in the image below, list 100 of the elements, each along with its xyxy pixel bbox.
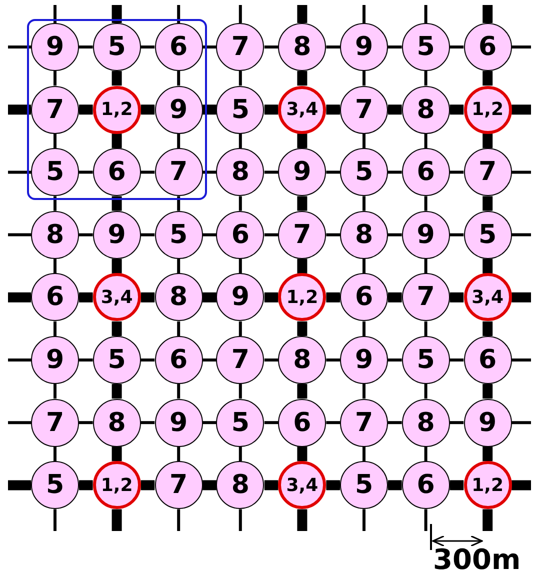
connector-line [450, 421, 464, 424]
connector-line [238, 196, 242, 211]
number-circle: 7 [340, 86, 388, 134]
number-circle: 5 [154, 210, 203, 259]
number-circle: 6 [402, 461, 450, 510]
connector-line [482, 384, 493, 399]
connector-line [297, 384, 308, 399]
connector-line [424, 446, 428, 462]
connector-line [482, 258, 493, 274]
connector-line [264, 170, 278, 174]
number-circle: 7 [340, 398, 388, 447]
connector-line [79, 480, 93, 490]
connector-line [54, 134, 56, 148]
connector-line [8, 46, 31, 48]
connector-line [140, 292, 155, 302]
connector-line [79, 170, 93, 174]
connector-line [326, 46, 340, 48]
connector-line [238, 446, 242, 462]
number-circle: 9 [154, 398, 203, 447]
number-circle: 6 [154, 336, 203, 384]
connector-line [297, 258, 308, 274]
connector-line [140, 46, 155, 48]
connector-line [238, 71, 242, 86]
number-circle: 7 [154, 461, 203, 510]
connector-line [424, 71, 428, 86]
connector-line [202, 170, 216, 174]
connector-line [450, 46, 464, 48]
connector-line [79, 292, 93, 302]
connector-line [297, 134, 308, 148]
connector-line [140, 233, 155, 236]
connector-line [238, 384, 242, 399]
connector-line [362, 196, 366, 211]
highlighted-number-circle: 1,2 [92, 86, 141, 134]
connector-line [264, 421, 278, 424]
connector-line [202, 233, 216, 236]
number-circle: 5 [216, 86, 264, 134]
connector-line [512, 292, 531, 302]
number-circle: 9 [464, 398, 512, 447]
connector-line [362, 71, 366, 86]
connector-line [8, 104, 31, 115]
number-circle: 6 [402, 148, 450, 196]
connector-line [388, 104, 402, 115]
number-circle: 6 [216, 210, 264, 259]
number-circle: 6 [464, 336, 512, 384]
number-circle: 7 [31, 86, 79, 134]
number-circle: 5 [402, 336, 450, 384]
group-frame [27, 19, 207, 200]
connector-line [297, 446, 308, 462]
number-circle: 8 [92, 398, 141, 447]
highlighted-number-circle: 3,4 [278, 461, 326, 510]
connector-line [326, 104, 340, 115]
connector-line [177, 134, 180, 148]
number-circle: 7 [216, 336, 264, 384]
connector-line [177, 196, 180, 211]
connector-line [326, 480, 340, 490]
connector-line [450, 292, 464, 302]
connector-line [264, 233, 278, 236]
connector-line [112, 384, 122, 399]
connector-line [326, 233, 340, 236]
number-circle: 7 [278, 210, 326, 259]
connector-line [202, 292, 216, 302]
connector-line [264, 480, 278, 490]
number-circle: 6 [278, 398, 326, 447]
connector-line [177, 384, 180, 399]
connector-line [54, 321, 56, 336]
connector-line [424, 5, 428, 23]
connector-line [112, 258, 122, 274]
connector-line [482, 446, 493, 462]
connector-line [54, 71, 56, 86]
connector-line [79, 46, 93, 48]
highlighted-number-circle: 1,2 [464, 86, 512, 134]
connector-line [297, 196, 308, 211]
number-circle: 8 [216, 148, 264, 196]
number-circle: 7 [31, 398, 79, 447]
connector-line [79, 233, 93, 236]
highlighted-number-circle: 3,4 [278, 86, 326, 134]
connector-line [54, 196, 56, 211]
connector-line [140, 358, 155, 362]
connector-line [177, 71, 180, 86]
number-circle: 9 [154, 86, 203, 134]
connector-line [482, 509, 493, 531]
connector-line [326, 170, 340, 174]
connector-line [450, 233, 464, 236]
connector-line [512, 421, 531, 424]
connector-line [512, 104, 531, 115]
number-circle: 9 [340, 23, 388, 71]
connector-line [177, 509, 180, 531]
number-circle: 7 [216, 23, 264, 71]
connector-line [482, 5, 493, 23]
connector-line [424, 384, 428, 399]
connector-line [8, 170, 31, 174]
number-circle: 7 [402, 273, 450, 322]
connector-line [54, 509, 56, 531]
connector-line [177, 258, 180, 274]
connector-line [112, 71, 122, 86]
connector-line [112, 134, 122, 148]
connector-line [326, 292, 340, 302]
connector-line [362, 5, 366, 23]
number-circle: 8 [402, 86, 450, 134]
connector-line [388, 292, 402, 302]
